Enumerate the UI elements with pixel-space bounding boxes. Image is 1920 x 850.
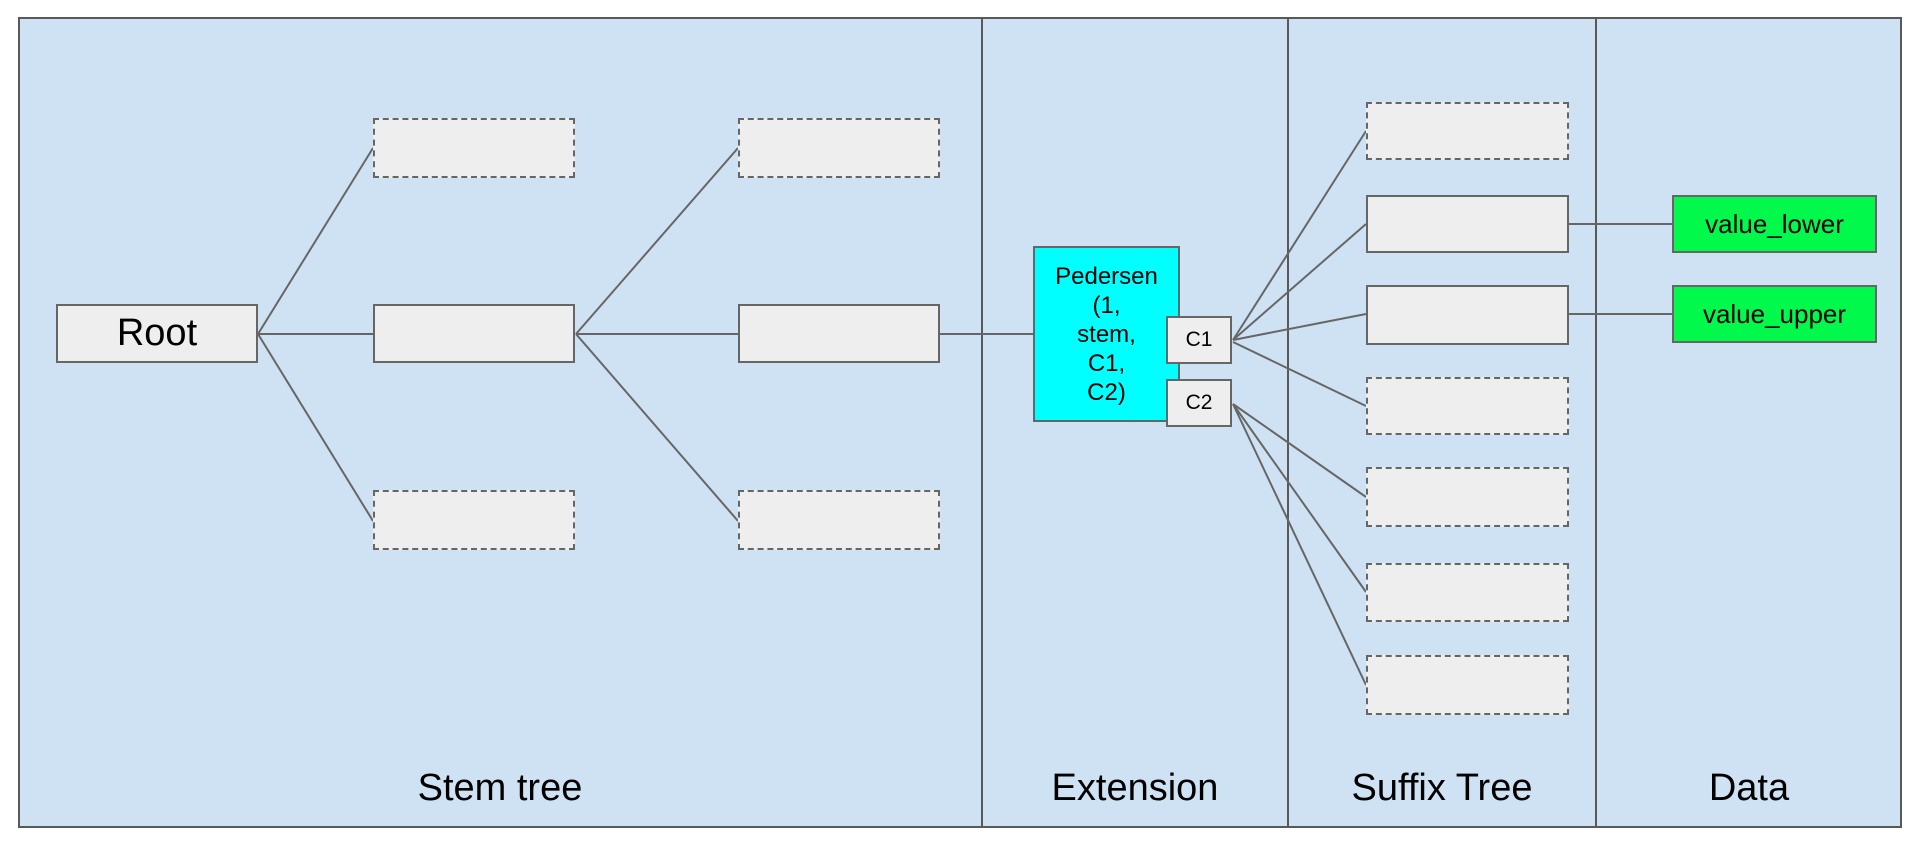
- stem-node2-dashed-bottom: [738, 490, 940, 550]
- connector-line: [1232, 403, 1367, 498]
- root-node: Root: [56, 304, 258, 363]
- pedersen-line: C1,: [1087, 349, 1126, 377]
- suffix-node-dashed-5: [1366, 467, 1569, 527]
- section-label-extension: Extension: [1051, 767, 1219, 809]
- divider-suffix-data: [1595, 17, 1597, 828]
- connector-line: [257, 147, 374, 335]
- suffix-node-2: [1366, 195, 1569, 253]
- pedersen-line: Pedersen: [1055, 262, 1158, 290]
- suffix-node-dashed-6: [1366, 563, 1569, 622]
- suffix-node-dashed-7: [1366, 655, 1569, 715]
- stem-node2-middle: [738, 304, 940, 363]
- value-upper-node: value_upper: [1672, 285, 1877, 343]
- diagram-panel: [18, 17, 1902, 828]
- section-label-stem-tree: Stem tree: [417, 767, 583, 809]
- connector-line: [1232, 130, 1367, 341]
- divider-stem-extension: [981, 17, 983, 828]
- stem-node-dashed-bottom: [373, 490, 575, 550]
- connector-line: [575, 333, 739, 522]
- stem-node-middle: [373, 304, 575, 363]
- connector-line: [257, 333, 374, 522]
- connector-line: [575, 147, 739, 335]
- stem-node-dashed-top: [373, 118, 575, 178]
- divider-extension-suffix: [1287, 17, 1289, 828]
- pedersen-line: (1,: [1092, 291, 1121, 319]
- section-label-suffix-tree: Suffix Tree: [1351, 767, 1533, 809]
- section-label-data: Data: [1708, 767, 1790, 809]
- connector-line: [1232, 313, 1367, 341]
- connector-line: [1232, 341, 1367, 407]
- suffix-node-dashed-4: [1366, 377, 1569, 435]
- connector-line: [1232, 403, 1367, 593]
- c1-node: C1: [1166, 316, 1232, 364]
- suffix-node-3: [1366, 285, 1569, 345]
- connector-line: [1232, 223, 1367, 341]
- value-lower-node: value_lower: [1672, 195, 1877, 253]
- pedersen-extension-node: Pedersen (1, stem, C1, C2): [1033, 246, 1180, 422]
- c2-node: C2: [1166, 379, 1232, 427]
- pedersen-line: C2): [1087, 378, 1126, 406]
- pedersen-line: stem,: [1077, 320, 1136, 348]
- connector-line: [1232, 403, 1367, 686]
- suffix-node-dashed-1: [1366, 102, 1569, 160]
- stem-node2-dashed-top: [738, 118, 940, 178]
